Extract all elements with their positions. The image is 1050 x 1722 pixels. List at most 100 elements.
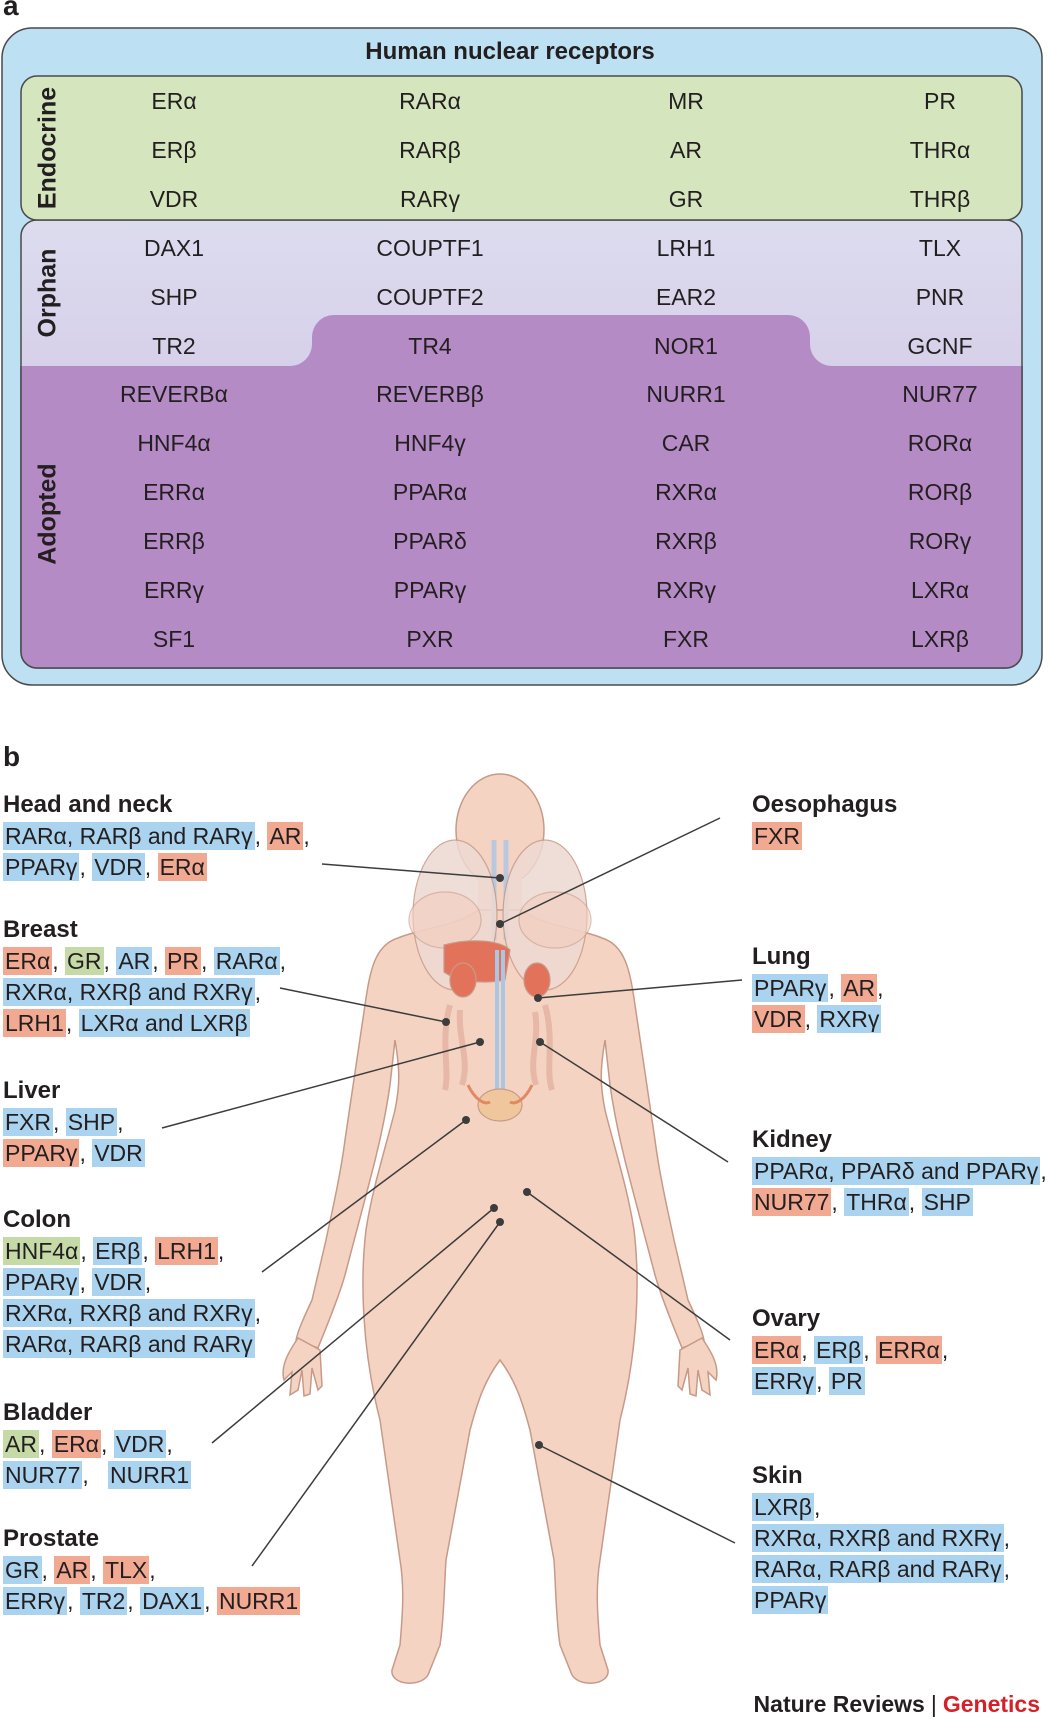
receptor-tag: TLX	[103, 1556, 150, 1584]
separator-text: ,	[82, 1462, 108, 1488]
leader-liver	[161, 1041, 481, 1129]
separator-text: ,	[38, 1431, 52, 1457]
receptor-tag: FXR	[752, 822, 802, 850]
receptor-tag: PPARα, PPARδ and PPARγ	[752, 1157, 1041, 1185]
receptor-tag: RARα, RARβ and RARγ	[3, 1330, 255, 1358]
separator-text: ,	[80, 1238, 94, 1264]
separator-text: ,	[201, 948, 214, 974]
organ-name: Skin	[752, 1462, 803, 1489]
separator-text: ,	[801, 1337, 815, 1363]
receptor-tag: LXRβ	[752, 1493, 814, 1521]
organ-name: Lung	[752, 943, 811, 970]
receptor-tag: LRH1	[3, 1009, 66, 1037]
receptor-tag: VDR	[92, 1268, 145, 1296]
receptor-tag: RARα, RARβ and RARγ	[752, 1555, 1004, 1583]
receptor-cell: RORγ	[908, 528, 972, 555]
receptor-line: VDR, RXRγ	[752, 1004, 884, 1035]
receptor-cell: RARγ	[399, 185, 461, 212]
organ-name: Kidney	[752, 1126, 833, 1153]
receptor-cell: NUR77	[902, 381, 978, 408]
separator-text: ,	[816, 1368, 829, 1394]
separator-text: ,	[1040, 1158, 1047, 1184]
intestines	[442, 1004, 555, 1091]
receptor-cell: ERα	[151, 88, 197, 114]
journal-credit: Nature Reviews|Genetics	[754, 1691, 1040, 1718]
receptor-line: ERα, GR, AR, PR, RARα,	[3, 946, 286, 977]
leader-bladder-dot	[490, 1204, 498, 1212]
receptor-cell: LRH1	[656, 234, 716, 261]
receptor-tag: GR	[65, 947, 104, 975]
bladder	[477, 1088, 523, 1122]
separator-text: ,	[144, 1269, 152, 1295]
receptor-cell: THRβ	[909, 185, 971, 212]
receptor-cell: SF1	[152, 625, 196, 652]
receptor-line: ERRγ, PR	[752, 1366, 948, 1397]
receptor-tag: DAX1	[140, 1587, 205, 1615]
receptor-cell: SHP	[150, 283, 198, 310]
separator-text: ,	[217, 1238, 225, 1264]
receptor-tag: LXRα and LXRβ	[78, 1009, 250, 1037]
separator-text: ,	[144, 854, 158, 880]
organ-name: Prostate	[3, 1525, 100, 1552]
receptor-tag: PPARγ	[752, 1586, 829, 1614]
receptor-line: PPARγ, VDR	[3, 1138, 145, 1169]
separator-text: ,	[41, 1557, 55, 1583]
leader-breast-dot	[442, 1018, 450, 1026]
leader-oesophagus-dot	[496, 920, 504, 928]
receptor-cell: GR	[668, 185, 704, 212]
receptor-tag: SHP	[921, 1188, 973, 1216]
receptor-line: FXR, SHP,	[3, 1107, 145, 1138]
receptor-tag: AR	[54, 1556, 91, 1584]
receptor-line: LXRβ,	[752, 1492, 1010, 1523]
receptor-cell: LXRβ	[911, 625, 969, 652]
receptor-cell: NURR1	[646, 381, 726, 408]
receptor-cell: PPARδ	[393, 528, 467, 555]
receptor-cell: AR	[670, 136, 702, 163]
separator-text: ,	[863, 1337, 876, 1363]
receptor-cell: LXRα	[910, 577, 970, 603]
kidney-right	[523, 962, 551, 998]
receptor-cell: TR2	[152, 332, 196, 359]
separator-text: ,	[804, 1006, 818, 1032]
separator-text: ,	[79, 854, 93, 880]
receptor-line: NUR77, THRα, SHP	[752, 1187, 1047, 1218]
leader-ovary	[526, 1191, 731, 1341]
separator-text: ,	[813, 1494, 821, 1520]
separator-text: ,	[828, 975, 842, 1001]
leader-ovary-dot	[523, 1188, 531, 1196]
receptor-line: LRH1, LXRα and LXRβ	[3, 1008, 286, 1039]
separator-text: ,	[65, 1010, 79, 1036]
receptor-tag: PPARγ	[3, 853, 80, 881]
receptor-tag: LRH1	[155, 1237, 218, 1265]
receptor-cell: NOR1	[654, 332, 718, 359]
receptor-tag: RXRγ	[817, 1005, 882, 1033]
separator-text: ,	[908, 1189, 922, 1215]
leader-bladder	[211, 1207, 495, 1444]
leader-prostate-dot	[496, 1218, 504, 1226]
separator-text: ,	[67, 1588, 80, 1614]
leader-head-neck	[321, 863, 501, 879]
receptor-cell: RORα	[907, 430, 973, 457]
receptor-line: PPARγ, AR,	[752, 973, 884, 1004]
leader-breast	[279, 987, 447, 1023]
separator-text: ,	[303, 823, 310, 849]
separator-text: ,	[279, 948, 287, 974]
receptor-tag: PPARγ	[3, 1139, 80, 1167]
receptor-tag: NUR77	[752, 1188, 832, 1216]
receptor-tag: HNF4α	[3, 1237, 81, 1265]
receptor-cell: RXRβ	[655, 528, 717, 555]
receptor-line: GR, AR, TLX,	[3, 1555, 300, 1586]
receptor-tag: AR	[841, 974, 878, 1002]
credit-separator: |	[930, 1691, 937, 1717]
receptor-cell: HNF4γ	[394, 430, 466, 457]
receptor-line: PPARγ	[752, 1585, 1010, 1616]
receptor-line: PPARγ, VDR, ERα	[3, 852, 310, 883]
receptor-tag: ERβ	[93, 1237, 143, 1265]
receptor-tag: TR2	[79, 1587, 128, 1615]
